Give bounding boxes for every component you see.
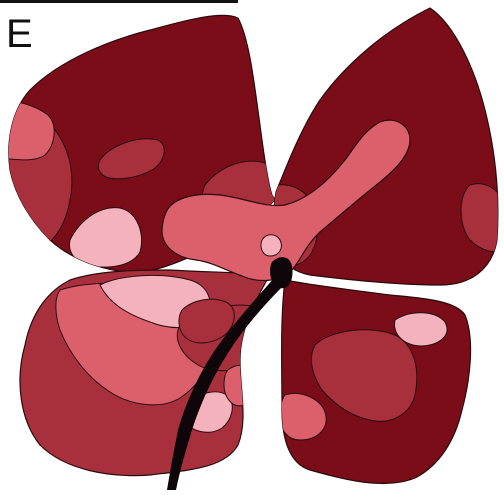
lobe-lower-left bbox=[20, 270, 270, 476]
optic-disc-pale bbox=[261, 235, 281, 256]
lobe-lower-right bbox=[280, 280, 471, 483]
